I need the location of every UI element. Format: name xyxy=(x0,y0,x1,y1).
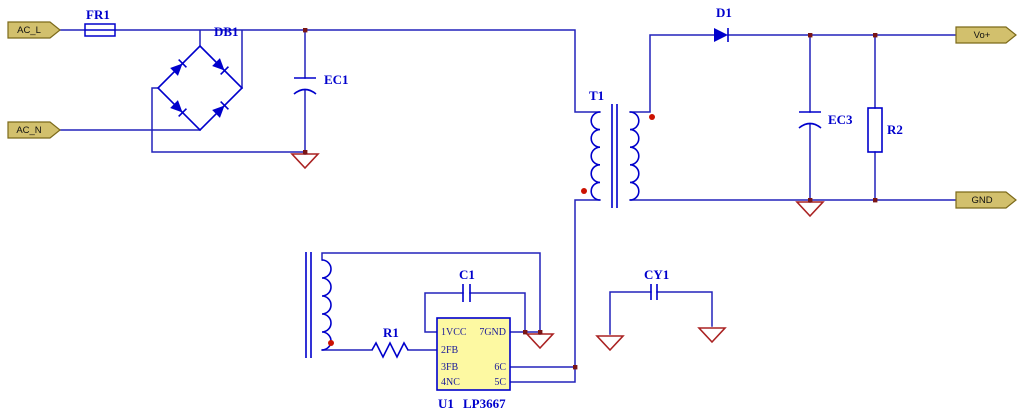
u1-ref-label: U1 xyxy=(438,396,454,411)
ground-icon xyxy=(697,327,727,344)
aux-core xyxy=(305,252,312,358)
terminal-flag xyxy=(7,21,61,39)
net-ac-line xyxy=(59,29,601,113)
bridge-diamond xyxy=(156,44,244,132)
ec1-plate-bottom xyxy=(293,88,317,95)
terminal-ac-l[interactable]: AC_L xyxy=(7,21,61,39)
cy1-label: CY1 xyxy=(644,267,669,282)
ic-pin4-label: 4NC xyxy=(441,377,460,388)
ec3-label: EC3 xyxy=(828,112,853,127)
cy1-plates xyxy=(650,284,658,300)
diode-d1[interactable] xyxy=(714,28,729,42)
transformer-t1[interactable] xyxy=(590,104,640,208)
c1-plates xyxy=(462,284,471,302)
component-labels: FR1 DB1 EC1 T1 D1 EC3 R2 C1 R1 CY1 U1 LP… xyxy=(86,5,903,411)
bridge-diode-bottom-right xyxy=(212,101,229,118)
junction xyxy=(523,330,528,335)
terminal-vo-plus[interactable]: Vo+ xyxy=(955,26,1017,44)
terminal-flag xyxy=(955,191,1017,209)
junction xyxy=(873,33,878,38)
terminal-flag xyxy=(955,26,1017,44)
r2-body xyxy=(867,107,883,153)
transformer-core xyxy=(611,104,618,208)
junction xyxy=(538,330,543,335)
d1-triangle xyxy=(714,28,728,42)
aux-coil xyxy=(321,259,332,351)
capacitor-cy1[interactable] xyxy=(650,284,658,300)
capacitor-ec1[interactable] xyxy=(293,77,317,95)
ic-pin1-label: 1VCC xyxy=(441,327,467,338)
resistor-r1[interactable] xyxy=(371,341,409,359)
r1-label: R1 xyxy=(383,325,399,340)
ic-body xyxy=(436,317,511,391)
ic-pin2-label: 2FB xyxy=(441,345,459,356)
ic-u1[interactable]: 1VCC 2FB 3FB 4NC 7GND 6C 5C xyxy=(436,317,511,391)
bridge-diode-top-left xyxy=(170,59,187,76)
net-primary-return xyxy=(509,199,601,383)
terminal-flag xyxy=(7,121,61,139)
t1-label: T1 xyxy=(589,88,604,103)
capacitor-ec3[interactable] xyxy=(798,111,822,129)
terminal-label: Vo+ xyxy=(974,30,991,41)
fr1-label: FR1 xyxy=(86,7,110,22)
terminal-ac-n[interactable]: AC_N xyxy=(7,121,61,139)
terminal-gnd[interactable]: GND xyxy=(955,191,1017,209)
u1-part-label: LP3667 xyxy=(463,396,506,411)
net-cy1-leads xyxy=(609,291,713,335)
junction xyxy=(303,150,308,155)
ground-symbols xyxy=(290,153,825,352)
junction xyxy=(573,365,578,370)
ground-icon xyxy=(795,201,825,218)
primary-winding xyxy=(590,111,601,201)
aux-winding[interactable] xyxy=(305,252,332,358)
r1-zigzag xyxy=(371,341,409,359)
net-bridge-minus xyxy=(151,87,306,153)
polarity-dot xyxy=(581,188,587,194)
ic-pin7-label: 7GND xyxy=(479,327,506,338)
r2-label: R2 xyxy=(887,122,903,137)
secondary-winding xyxy=(629,111,640,201)
net-ec3-r2-leads xyxy=(809,34,876,201)
polarity-dots xyxy=(328,114,655,346)
net-secondary-bottom xyxy=(629,199,957,203)
db1-label: DB1 xyxy=(214,24,239,39)
polarity-dot xyxy=(328,340,334,346)
ic-pin3-label: 3FB xyxy=(441,362,459,373)
bridge-diode-bottom-left xyxy=(170,100,187,117)
ec1-label: EC1 xyxy=(324,72,349,87)
c1-label: C1 xyxy=(459,267,475,282)
polarity-dot xyxy=(649,114,655,120)
junction xyxy=(873,198,878,203)
ground-icon xyxy=(525,333,555,350)
bridge-rectifier-db1[interactable] xyxy=(156,44,244,132)
junction xyxy=(808,33,813,38)
resistor-r2[interactable] xyxy=(867,107,883,153)
junction-dots xyxy=(303,28,878,370)
ground-icon xyxy=(290,153,320,170)
bridge-diode-top-right xyxy=(212,58,229,75)
fuse-fr1[interactable] xyxy=(84,23,116,37)
ec3-plate-bottom xyxy=(798,122,822,129)
ic-pin5-label: 5C xyxy=(494,377,506,388)
d1-label: D1 xyxy=(716,5,732,20)
net-vcc-c1 xyxy=(424,292,526,333)
capacitor-c1[interactable] xyxy=(462,284,471,302)
junction xyxy=(808,198,813,203)
ground-icon xyxy=(595,335,625,352)
terminal-label: AC_L xyxy=(17,25,41,36)
terminal-label: GND xyxy=(971,195,992,206)
net-secondary-top xyxy=(629,34,957,113)
terminal-label: AC_N xyxy=(16,125,41,136)
junction xyxy=(303,28,308,33)
ic-pin6-label: 6C xyxy=(494,362,506,373)
